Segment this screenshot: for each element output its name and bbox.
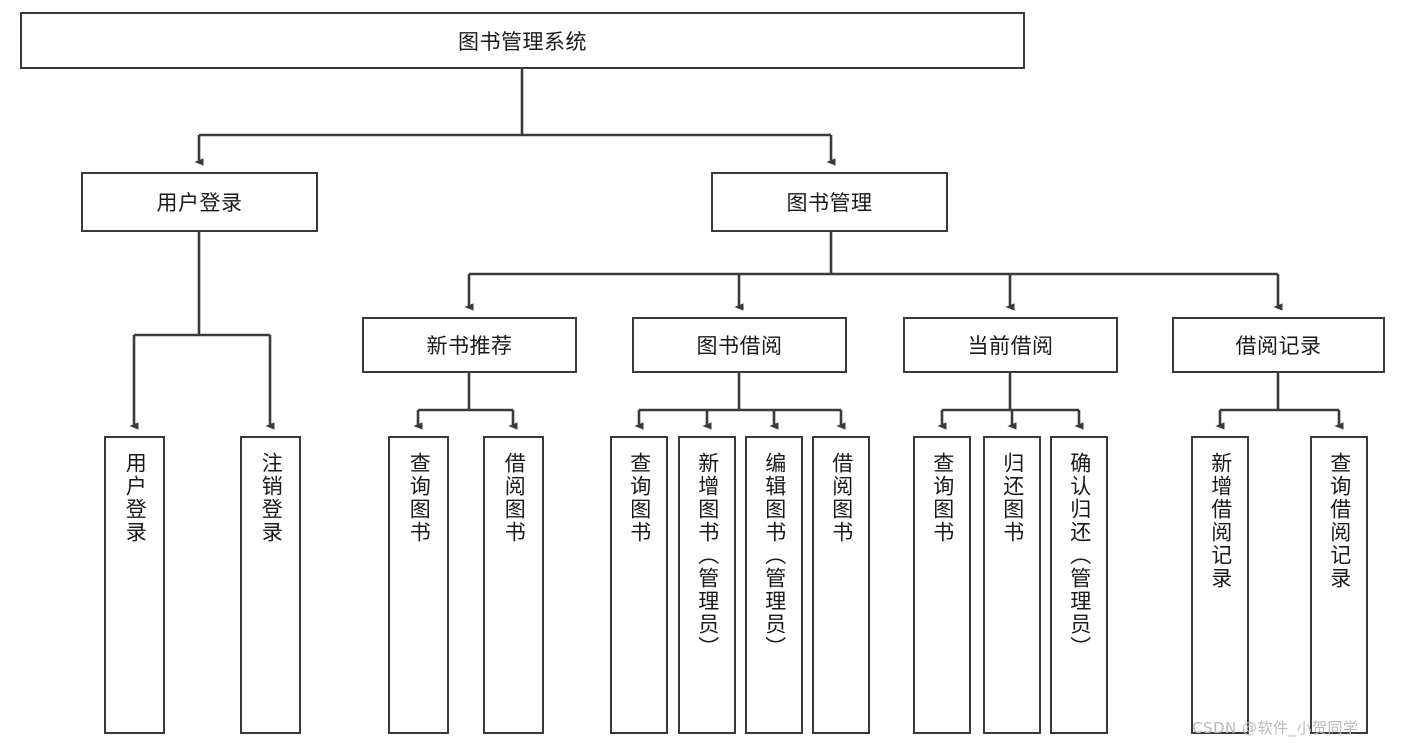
node-current-borrow[interactable]: 当前借阅 xyxy=(903,317,1118,373)
node-leaf-query-book-recommend[interactable]: 查询图书 xyxy=(388,436,449,734)
node-borrow-records-label: 借阅记录 xyxy=(1235,334,1322,358)
node-leaf-user-logout-label: 注销登录 xyxy=(259,452,284,544)
node-user-login-label: 用户登录 xyxy=(156,191,243,215)
node-borrow-records[interactable]: 借阅记录 xyxy=(1172,317,1385,373)
node-leaf-query-book-current[interactable]: 查询图书 xyxy=(913,436,971,734)
node-user-login[interactable]: 用户登录 xyxy=(81,172,318,232)
node-leaf-user-login-label: 用户登录 xyxy=(123,452,148,544)
node-book-borrow-label: 图书借阅 xyxy=(696,334,783,358)
node-book-borrow[interactable]: 图书借阅 xyxy=(632,317,847,373)
node-current-borrow-label: 当前借阅 xyxy=(967,334,1054,358)
node-leaf-borrow-book-recommend[interactable]: 借阅图书 xyxy=(483,436,544,734)
node-root[interactable]: 图书管理系统 xyxy=(20,12,1025,69)
node-leaf-return-book[interactable]: 归还图书 xyxy=(983,436,1041,734)
node-leaf-query-borrow-record-label: 查询借阅记录 xyxy=(1327,452,1352,590)
node-leaf-confirm-return[interactable]: 确认归还（管理员） xyxy=(1050,436,1108,734)
watermark: CSDN @软件_小贺同学 xyxy=(1192,719,1359,737)
node-leaf-edit-book-label: 编辑图书（管理员） xyxy=(762,452,787,659)
node-root-label: 图书管理系统 xyxy=(458,29,587,54)
node-leaf-add-book-label: 新增图书（管理员） xyxy=(695,452,720,659)
node-leaf-return-book-label: 归还图书 xyxy=(1000,452,1025,544)
node-leaf-query-book-borrow-label: 查询图书 xyxy=(627,452,652,544)
node-leaf-borrow-book-recommend-label: 借阅图书 xyxy=(502,452,527,544)
node-leaf-query-book-recommend-label: 查询图书 xyxy=(407,452,432,544)
node-leaf-borrow-book-label: 借阅图书 xyxy=(829,452,854,544)
node-new-book-recommend[interactable]: 新书推荐 xyxy=(362,317,577,373)
node-leaf-query-book-current-label: 查询图书 xyxy=(930,452,955,544)
node-new-book-recommend-label: 新书推荐 xyxy=(426,334,513,358)
node-leaf-query-borrow-record[interactable]: 查询借阅记录 xyxy=(1310,436,1368,734)
node-leaf-add-borrow-record-label: 新增借阅记录 xyxy=(1208,452,1233,590)
node-leaf-borrow-book[interactable]: 借阅图书 xyxy=(812,436,870,734)
node-leaf-user-login[interactable]: 用户登录 xyxy=(104,436,165,734)
node-leaf-add-book[interactable]: 新增图书（管理员） xyxy=(678,436,736,734)
node-leaf-add-borrow-record[interactable]: 新增借阅记录 xyxy=(1191,436,1249,734)
node-book-management[interactable]: 图书管理 xyxy=(711,172,948,232)
node-book-management-label: 图书管理 xyxy=(786,191,873,215)
node-leaf-user-logout[interactable]: 注销登录 xyxy=(240,436,301,734)
node-leaf-confirm-return-label: 确认归还（管理员） xyxy=(1067,452,1092,659)
node-leaf-query-book-borrow[interactable]: 查询图书 xyxy=(610,436,668,734)
node-leaf-edit-book[interactable]: 编辑图书（管理员） xyxy=(745,436,803,734)
